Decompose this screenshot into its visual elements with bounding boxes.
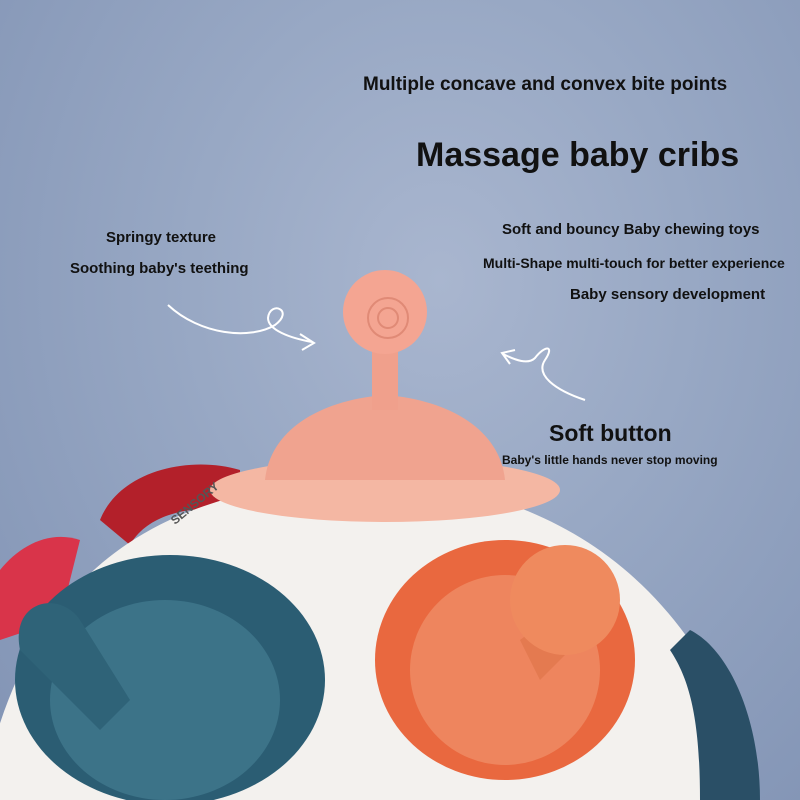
- right-callout-line1: Soft and bouncy Baby chewing toys: [502, 221, 760, 238]
- toy-rope: [100, 464, 240, 545]
- orange-knob: [510, 545, 620, 655]
- button-callout-subtitle: Baby's little hands never stop moving: [502, 453, 718, 467]
- teal-stick: [18, 603, 130, 730]
- left-callout-line2: Soothing baby's teething: [70, 260, 249, 277]
- headline-main: Massage baby cribs: [416, 136, 740, 174]
- right-callout-line3: Baby sensory development: [570, 286, 766, 303]
- arrow-left-icon: [167, 304, 316, 351]
- arrow-right-icon: [500, 347, 586, 401]
- left-callout-line1: Springy texture: [106, 229, 217, 246]
- headline-top: Multiple concave and convex bite points: [363, 74, 728, 95]
- right-callout-line2: Multi-Shape multi-touch for better exper…: [483, 255, 785, 271]
- teal-cup: [50, 600, 280, 800]
- peach-knob: [343, 270, 427, 354]
- button-callout-title: Soft button: [549, 420, 672, 446]
- knob-rings: [367, 297, 409, 339]
- peach-dome: [265, 395, 505, 480]
- teal-side: [670, 630, 760, 800]
